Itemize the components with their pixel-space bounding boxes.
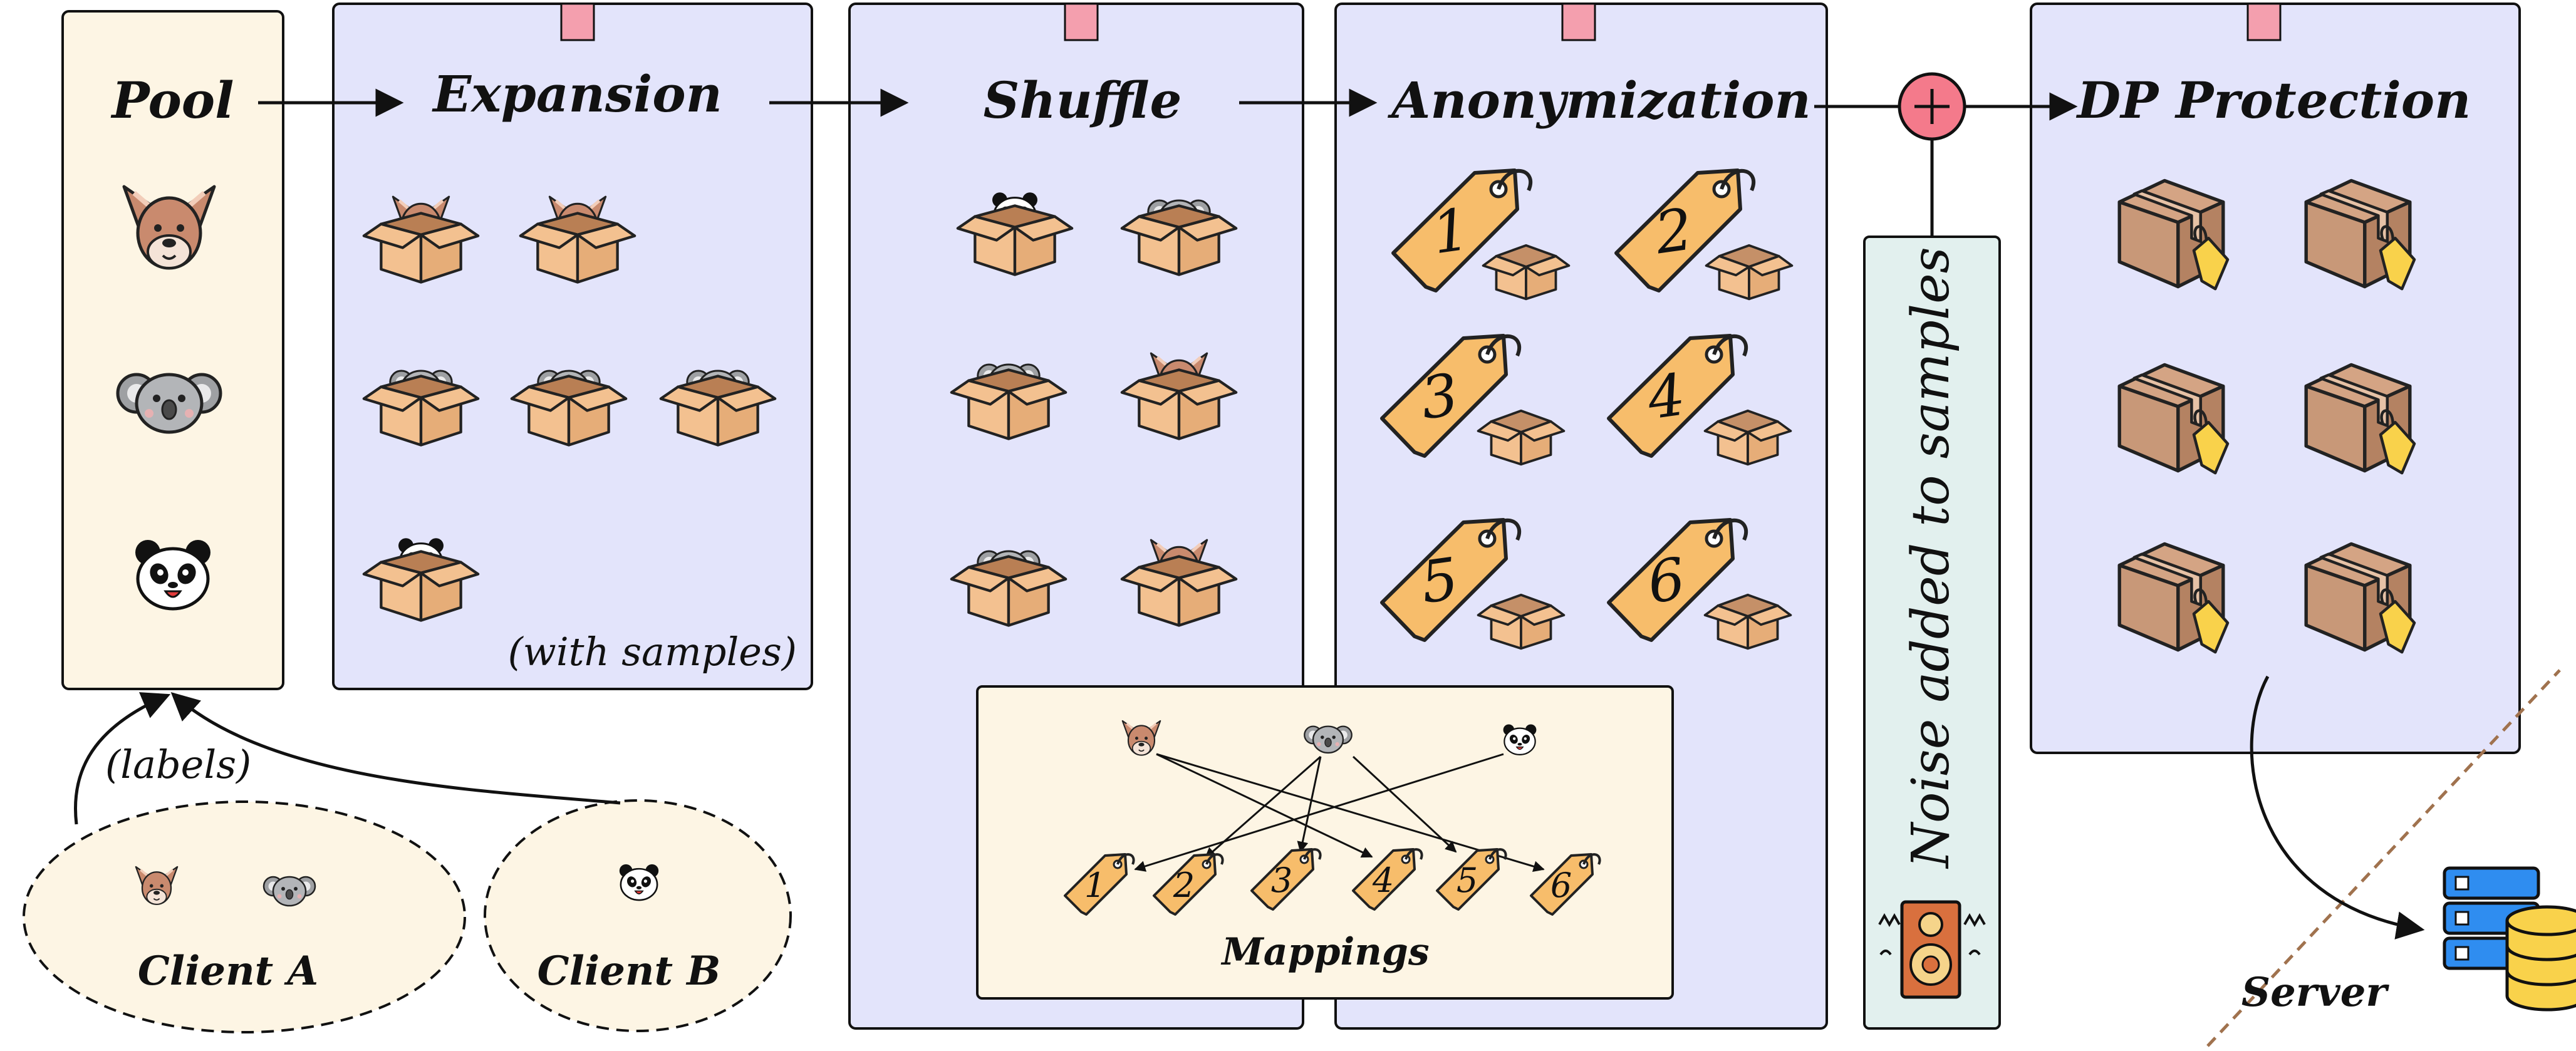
client-b-label: Client B	[538, 948, 721, 995]
svg-text:2: 2	[1173, 866, 1195, 905]
noise-label: Noise added to samples	[1901, 247, 1961, 869]
mapping-tag-1: 1	[1064, 853, 1135, 916]
tag-3: 3	[1382, 336, 1566, 466]
client-b-panda-icon	[618, 863, 660, 901]
bookmark-icon	[2246, 3, 2282, 41]
bookmark-icon	[1561, 3, 1596, 41]
client-b-ellipse	[484, 799, 792, 1032]
mappings-label: Mappings	[1220, 930, 1429, 974]
mapping-tag-4: 4	[1352, 848, 1423, 911]
plus-icon	[1898, 72, 1966, 237]
mapping-tag-3: 3	[1250, 848, 1322, 911]
client-a-ellipse	[23, 800, 466, 1033]
tag-2: 2	[1616, 170, 1794, 301]
pool-panel	[61, 10, 284, 690]
svg-text:4: 4	[1643, 361, 1690, 432]
labels-note: (labels)	[105, 742, 251, 787]
mapping-tag-2: 2	[1153, 853, 1224, 916]
speaker-icon	[1878, 900, 1986, 999]
svg-text:1: 1	[1084, 866, 1106, 905]
tag-6: 6	[1609, 520, 1792, 650]
panda-icon	[135, 540, 210, 609]
flow-arrows	[73, 88, 2425, 940]
with-samples-note: (with samples)	[508, 629, 797, 675]
pool-title: Pool	[110, 71, 234, 130]
server-divider	[2206, 669, 2561, 1047]
svg-text:5: 5	[1457, 861, 1478, 900]
mapping-tag-6: 6	[1530, 853, 1601, 916]
mapping-panda-icon	[1502, 723, 1537, 755]
tag-1: 1	[1393, 170, 1571, 301]
svg-text:4: 4	[1372, 861, 1394, 900]
bookmark-icon	[560, 3, 595, 41]
server-icon	[2443, 866, 2576, 1012]
anonymization-title: Anonymization	[1387, 71, 1810, 130]
mapping-tag-5: 5	[1436, 848, 1507, 911]
svg-text:6: 6	[1550, 866, 1572, 905]
tag-5: 5	[1382, 520, 1566, 650]
client-a-label: Client A	[138, 948, 318, 995]
expansion-title: Expansion	[432, 65, 722, 123]
server-label: Server	[2241, 969, 2390, 1016]
shuffle-title: Shuffle	[984, 71, 1182, 130]
bookmark-icon	[1064, 3, 1099, 41]
svg-text:2: 2	[1651, 195, 1697, 267]
tag-4: 4	[1609, 336, 1792, 466]
dp-protection-title: DP Protection	[2076, 71, 2471, 130]
svg-text:3: 3	[1271, 861, 1292, 900]
mappings-panel	[976, 685, 1674, 1000]
